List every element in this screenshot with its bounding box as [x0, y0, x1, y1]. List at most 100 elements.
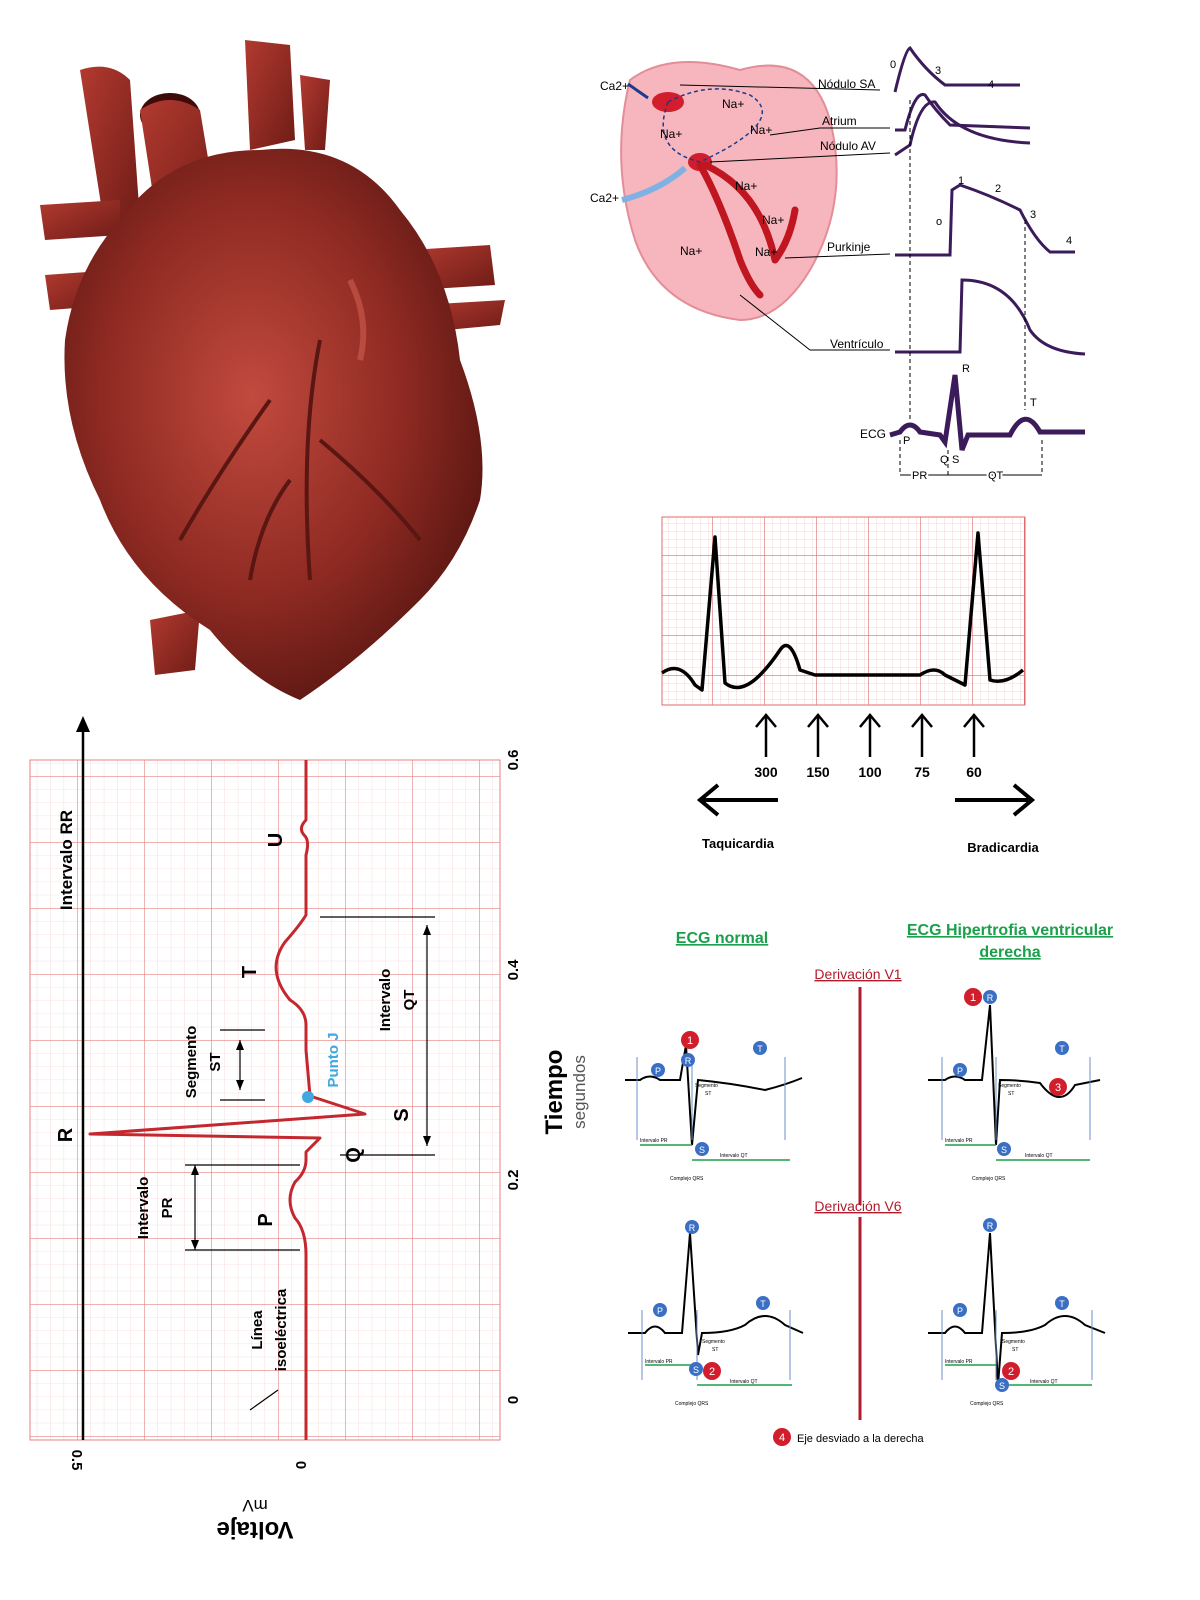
ion-na-label-1: Na+ — [722, 97, 744, 111]
phase-1-purkinje: 1 — [958, 175, 964, 187]
svg-text:T: T — [1059, 1299, 1065, 1309]
marker-3-v1-rvh: 3 — [1055, 1082, 1061, 1094]
phase-o-purkinje: o — [936, 216, 942, 228]
svg-text:Intervalo QT: Intervalo QT — [1030, 1379, 1058, 1385]
pr-label-1: Intervalo — [135, 1177, 152, 1240]
action-potential-diagram: Ca2+ Ca2+ Na+ Na+ Na+ Na+ Na+ Na+ Na+ Nó… — [590, 40, 1140, 500]
svg-text:R: R — [685, 1056, 692, 1066]
svg-text:S: S — [699, 1145, 705, 1155]
marker-1-v1-rvh: 1 — [970, 992, 976, 1004]
vessel-top-right — [300, 75, 330, 150]
x-axis-unit: segundos — [570, 1055, 589, 1129]
svg-text:P: P — [957, 1066, 963, 1076]
normal-ecg-heading: ECG normal — [676, 930, 768, 947]
phase-3-purkinje: 3 — [1030, 209, 1036, 221]
label-av-node: Nódulo AV — [820, 139, 876, 153]
ion-na-label-3: Na+ — [750, 123, 772, 137]
vessel-bottom — [150, 610, 200, 675]
qt-interval-label: QT — [988, 470, 1004, 482]
lead-v1-label: Derivación V1 — [814, 966, 901, 982]
y-tick-0.5: 0.5 — [68, 1450, 85, 1471]
x-tick-0.4: 0.4 — [505, 959, 522, 981]
svg-text:Intervalo PR: Intervalo PR — [640, 1138, 668, 1144]
wave-s-label: S — [952, 454, 959, 466]
svg-text:Intervalo QT: Intervalo QT — [730, 1379, 758, 1385]
svg-text:S: S — [1001, 1145, 1007, 1155]
v1-normal-trace: P R S T 1 Segmento ST Intervalo PR Inter… — [625, 1031, 802, 1182]
rate-150: 150 — [806, 764, 830, 780]
arrow-300 — [756, 715, 776, 757]
y-axis-title: Voltaje — [217, 1516, 294, 1543]
ion-na-label-2: Na+ — [660, 127, 682, 141]
iso-label-1: Línea — [249, 1310, 266, 1350]
x-tick-0: 0 — [505, 1396, 522, 1404]
phase-3-sa: 3 — [935, 65, 941, 77]
svg-text:P: P — [655, 1066, 661, 1076]
svg-text:R: R — [987, 993, 994, 1003]
svg-text:ST: ST — [705, 1091, 711, 1097]
svg-text:Segmento: Segmento — [695, 1083, 718, 1089]
svg-text:Complejo QRS: Complejo QRS — [670, 1176, 704, 1182]
marker-2-v6-normal: 2 — [709, 1366, 715, 1378]
bradycardia-label: Bradicardia — [967, 840, 1039, 855]
svg-text:Segmento: Segmento — [1002, 1339, 1025, 1345]
heart-body — [64, 149, 482, 700]
phase-4-purkinje: 4 — [1066, 235, 1072, 247]
svg-text:T: T — [1059, 1044, 1065, 1054]
st-label-2: ST — [207, 1052, 224, 1071]
st-label-1: Segmento — [183, 1026, 200, 1099]
rvh-heading-line-1: ECG Hipertrofia ventricular — [907, 922, 1113, 939]
svg-text:Complejo QRS: Complejo QRS — [970, 1401, 1004, 1407]
svg-text:R: R — [689, 1223, 696, 1233]
qt-label-1: Intervalo — [377, 969, 394, 1032]
wave-u: U — [265, 833, 287, 847]
ecg-trace — [890, 375, 1085, 450]
label-ecg: ECG — [860, 427, 886, 441]
svg-text:Intervalo QT: Intervalo QT — [1025, 1153, 1053, 1159]
wave-p-label: P — [903, 435, 910, 447]
bradycardia-arrow — [955, 785, 1032, 815]
v6-rvh-trace: P R S T 2 Segmento ST Intervalo PR Inter… — [928, 1218, 1105, 1407]
svg-text:Intervalo PR: Intervalo PR — [945, 1138, 973, 1144]
x-tick-0.2: 0.2 — [505, 1170, 522, 1191]
footnote-number: 4 — [779, 1432, 785, 1444]
qt-label-2: QT — [401, 990, 418, 1011]
svg-text:S: S — [999, 1381, 1005, 1391]
wave-t-label: T — [1030, 397, 1037, 409]
svg-text:R: R — [987, 1221, 994, 1231]
wave-q-label: Q — [940, 454, 949, 466]
v6-normal-trace: P R S T 2 Segmento ST Intervalo PR Inter… — [628, 1220, 803, 1407]
iso-label-2: isoeléctrica — [273, 1288, 290, 1371]
pr-interval-label: PR — [912, 470, 927, 482]
svg-text:S: S — [693, 1365, 699, 1375]
svg-text:T: T — [757, 1044, 763, 1054]
arrow-150 — [808, 715, 828, 757]
v1-rvh-trace: P R S T 1 3 Segmento ST Intervalo PR Int… — [928, 988, 1100, 1182]
ion-na-label-6: Na+ — [680, 244, 702, 258]
heart-illustration — [20, 20, 520, 710]
label-purkinje: Purkinje — [827, 240, 871, 254]
x-tick-0.6: 0.6 — [505, 750, 522, 771]
rate-100: 100 — [858, 764, 882, 780]
svg-text:Intervalo QT: Intervalo QT — [720, 1153, 748, 1159]
ion-na-label-4: Na+ — [735, 179, 757, 193]
pr-label-2: PR — [159, 1197, 176, 1218]
svg-text:Complejo QRS: Complejo QRS — [972, 1176, 1006, 1182]
ion-ca-label-2: Ca2+ — [590, 191, 619, 205]
arrow-100 — [860, 715, 880, 757]
rate-75: 75 — [914, 764, 930, 780]
svg-text:ST: ST — [1008, 1091, 1014, 1097]
vessel-left-1 — [40, 200, 120, 240]
wave-s: S — [391, 1108, 413, 1121]
wave-t: T — [239, 966, 261, 978]
label-atrium: Atrium — [822, 114, 857, 128]
svg-text:ST: ST — [712, 1347, 718, 1353]
phase-4-sa: 4 — [988, 79, 994, 91]
svg-text:P: P — [957, 1306, 963, 1316]
rate-300: 300 — [754, 764, 778, 780]
label-ventricle: Ventrículo — [830, 337, 884, 351]
purkinje-trace — [895, 185, 1075, 255]
svg-text:Segmento: Segmento — [998, 1083, 1021, 1089]
wave-p: P — [255, 1213, 277, 1226]
ecg-waveform-chart: Intervalo RR R S Q P T U Intervalo PR Se… — [10, 710, 630, 1590]
